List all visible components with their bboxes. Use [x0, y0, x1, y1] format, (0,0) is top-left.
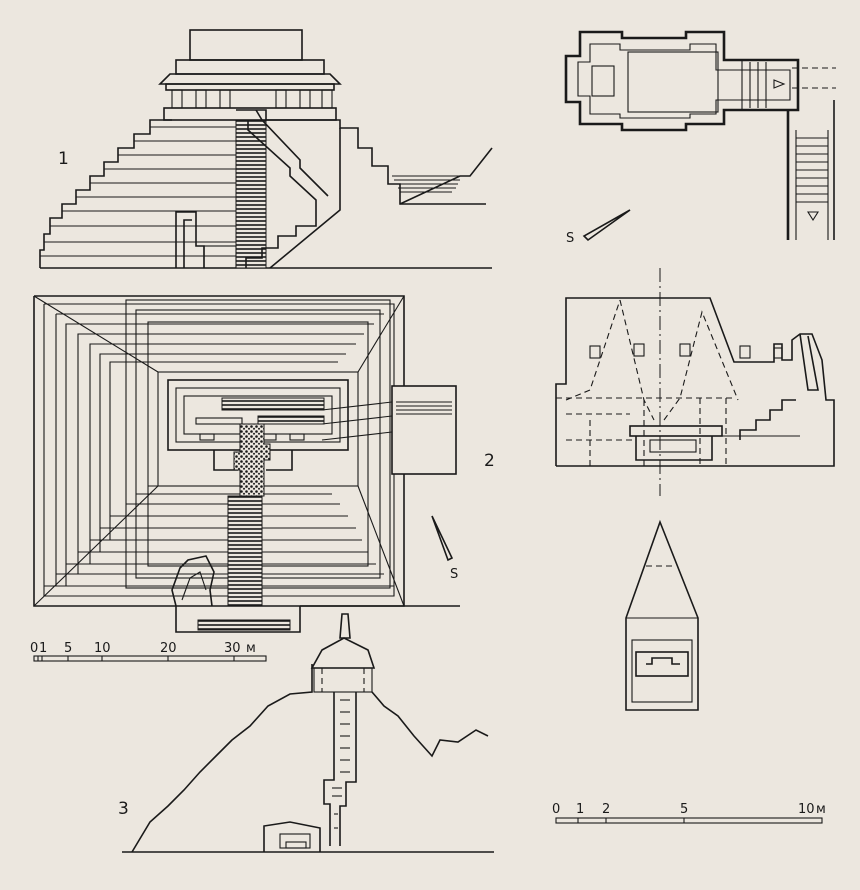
scale-small-tick-0: 0: [552, 802, 560, 817]
pyramid-site-plan: [33, 295, 460, 633]
pyramid-cross-section: [122, 613, 494, 853]
north-arrow-middle-label: S: [450, 567, 458, 582]
scale-bar-large: 0 1 5 10 20 30 м: [30, 641, 267, 662]
scale-bar-small: 0 1 2 5 10 м: [552, 802, 826, 824]
scale-small-tick-2: 2: [602, 802, 610, 817]
scale-large-tick-0: 0: [30, 641, 38, 656]
north-arrow-upper-label: S: [566, 231, 574, 246]
scale-small-tick-1: 1: [576, 802, 584, 817]
scale-large-tick-1: 1: [39, 641, 47, 656]
figure-label-3: 3: [118, 799, 129, 819]
north-arrow-upper: S: [566, 209, 631, 246]
scale-large-tick-5: 5: [64, 641, 72, 656]
figure-label-2: 2: [484, 451, 495, 471]
scale-small-tick-10: 10: [798, 802, 815, 817]
pyramid-elevation: [39, 29, 493, 269]
scale-large-tick-30: 30: [224, 641, 241, 656]
scale-large-tick-20: 20: [160, 641, 177, 656]
figure-label-1: 1: [58, 149, 69, 169]
temple-section: [555, 268, 835, 496]
scale-small-tick-5: 5: [680, 802, 688, 817]
north-arrow-middle: S: [431, 515, 458, 582]
temple-floor-plan: [564, 30, 836, 240]
scale-small-unit: м: [816, 802, 826, 817]
scale-large-unit: м: [246, 641, 256, 656]
crypt-section: [625, 519, 699, 711]
scale-large-tick-10: 10: [94, 641, 111, 656]
